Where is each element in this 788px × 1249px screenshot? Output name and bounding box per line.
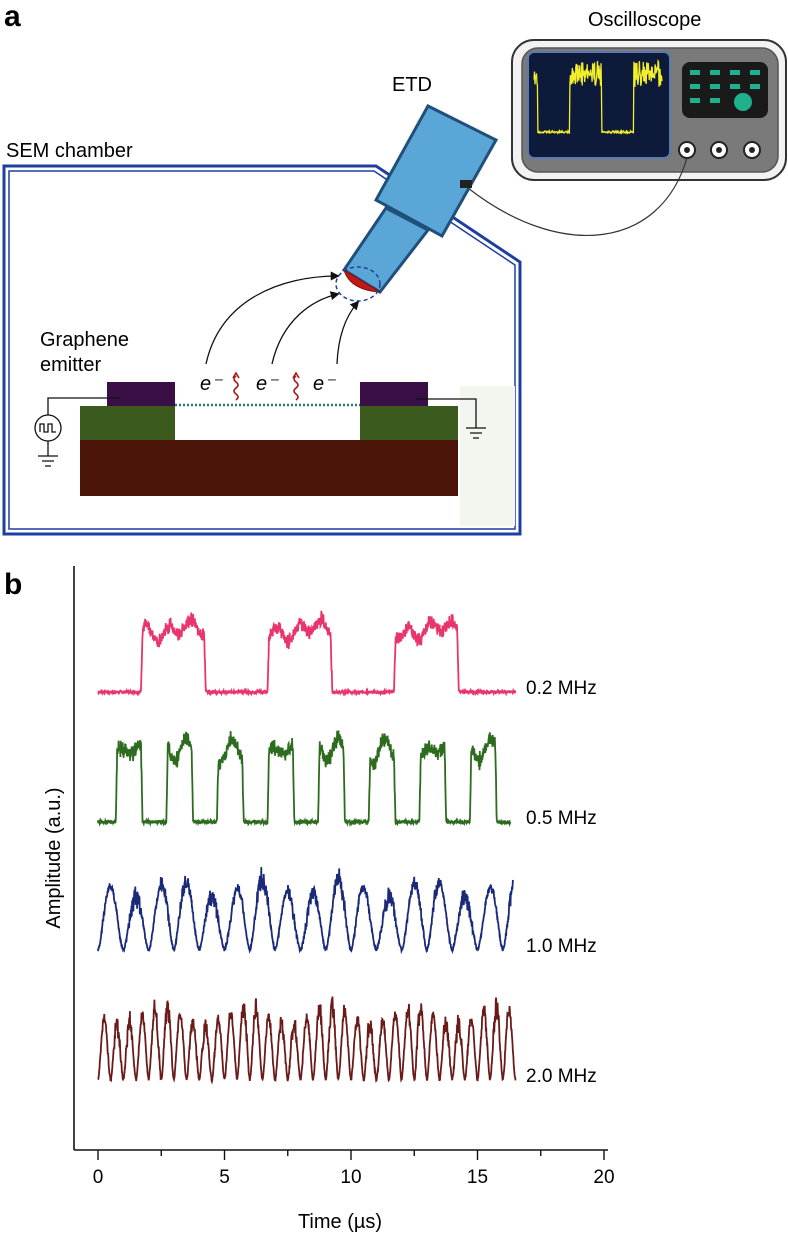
x-tick-label: 10 xyxy=(340,1167,361,1188)
emission-wave-icons xyxy=(232,371,300,401)
oscilloscope-buttons xyxy=(690,70,760,111)
panel-b-label: b xyxy=(4,568,22,601)
electron-label-3: e⁻ xyxy=(313,373,336,395)
trace-2_0-MHz xyxy=(97,996,517,1085)
ground-icon-left xyxy=(38,455,58,467)
trace-label: 2.0 MHz xyxy=(526,1066,597,1087)
x-tick-label: 0 xyxy=(93,1167,104,1188)
etd-body xyxy=(373,104,499,239)
trace-0_2-MHz xyxy=(97,610,517,697)
oscilloscope xyxy=(511,39,787,181)
sem-chamber-label: SEM chamber xyxy=(6,140,133,162)
wavy-arrow-head-icon xyxy=(232,371,240,379)
x-tick-label: 5 xyxy=(219,1167,230,1188)
ground-right xyxy=(416,398,486,439)
emitter-label-line1: Graphene xyxy=(40,329,129,351)
trace-label: 1.0 MHz xyxy=(526,936,597,957)
wavy-arrow-icon xyxy=(233,375,239,401)
etd-label: ETD xyxy=(392,74,432,96)
panel-a-label: a xyxy=(4,0,21,33)
x-axis-ticks: 0 5 10 15 20 xyxy=(93,1150,615,1188)
signal-cable xyxy=(467,157,688,237)
sem-chamber-outer xyxy=(2,164,522,536)
trace-label: 0.2 MHz xyxy=(526,678,597,699)
pulse-source xyxy=(34,397,120,467)
x-tick-label: 20 xyxy=(593,1167,614,1188)
electron-label-1: e⁻ xyxy=(200,373,223,395)
y-axis-label: Amplitude (a.u.) xyxy=(43,787,65,928)
trace-label: 0.5 MHz xyxy=(526,808,597,829)
electrode-left xyxy=(107,382,175,406)
etd-connector xyxy=(460,180,472,188)
oxide-left xyxy=(80,406,175,440)
electrode-right xyxy=(360,382,428,406)
emitter-label-line2: emitter xyxy=(40,354,101,376)
oscilloscope-connectors xyxy=(678,141,761,159)
wavy-arrow-icon xyxy=(293,375,299,401)
oscilloscope-knob-icon xyxy=(734,93,752,111)
x-axis-label: Time (µs) xyxy=(298,1211,382,1233)
substrate xyxy=(80,440,458,496)
traces: 0.2 MHz 0.5 MHz 1.0 MHz 2.0 MHz xyxy=(97,610,597,1087)
etd-collector-tip xyxy=(343,268,381,293)
trace-1_0-MHz xyxy=(97,867,514,955)
ground-icon-right xyxy=(466,427,486,439)
oxide-right xyxy=(360,406,458,440)
oscilloscope-trace xyxy=(533,58,663,135)
electron-label-2: e⁻ xyxy=(256,373,279,395)
wavy-arrow-head-icon xyxy=(292,371,300,379)
x-tick-label: 15 xyxy=(467,1167,488,1188)
etd-detector xyxy=(335,104,499,302)
electron-trajectories xyxy=(205,271,360,365)
trace-0_5-MHz xyxy=(97,730,512,828)
background-ghost xyxy=(460,386,515,526)
oscilloscope-label: Oscilloscope xyxy=(588,9,701,31)
